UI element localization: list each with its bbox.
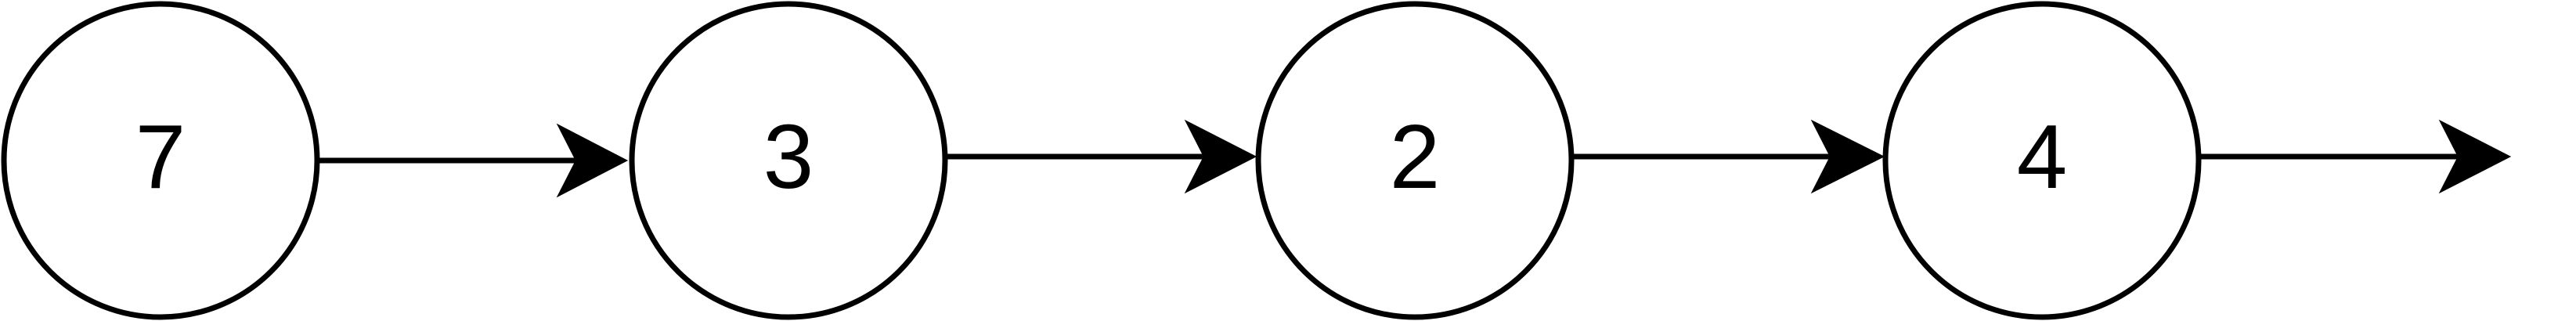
edge-2-3-arrow	[945, 119, 1257, 194]
node-2: 3	[629, 1, 948, 320]
node-4-circle	[1882, 1, 2202, 320]
edge-1-2-arrowhead	[556, 123, 629, 198]
edge-4-next-arrow	[2199, 119, 2512, 194]
edge-4-next-arrowhead	[2438, 119, 2512, 194]
edge-1-2-arrow	[317, 123, 629, 198]
edge-3-4-arrow	[1571, 119, 1885, 194]
edge-2-3-arrowhead	[1184, 119, 1257, 194]
node-1-label: 7	[135, 106, 186, 207]
node-1: 7	[1, 1, 320, 320]
node-2-circle	[629, 1, 948, 320]
node-2-label: 3	[763, 106, 814, 207]
node-3-label: 2	[1390, 106, 1441, 207]
node-3: 2	[1255, 1, 1575, 320]
edge-3-4-arrowhead	[1810, 119, 1885, 194]
node-4: 4	[1882, 1, 2202, 320]
node-3-circle	[1255, 1, 1575, 320]
node-4-label: 4	[2017, 106, 2068, 207]
